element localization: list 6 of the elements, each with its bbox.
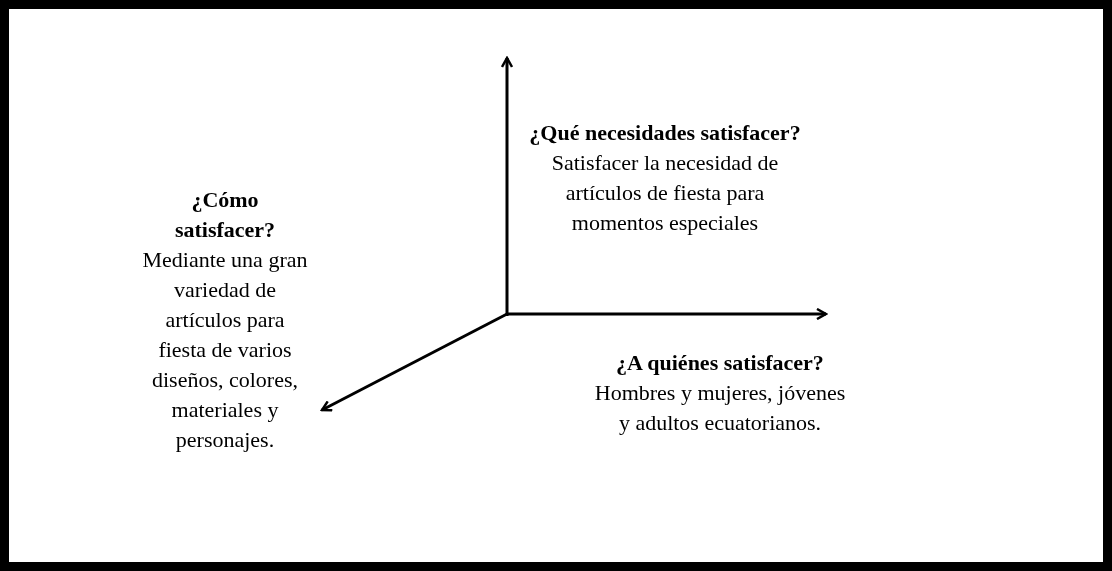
description-text: Satisfacer la necesidad de artículos de fiesta para momentos especiales <box>550 149 780 237</box>
description-text: Mediante una gran variedad de artículos para fiesta de varios diseños, colores, materiales y personajes. <box>141 246 309 454</box>
description-text: Hombres y mujeres, jóvenes y adultos ecuatorianos. <box>593 379 847 437</box>
heading: ¿A quiénes satisfacer? <box>615 349 825 377</box>
heading: ¿Qué necesidades satisfacer? <box>528 119 802 147</box>
heading: ¿Cómo satisfacer? <box>173 186 277 244</box>
